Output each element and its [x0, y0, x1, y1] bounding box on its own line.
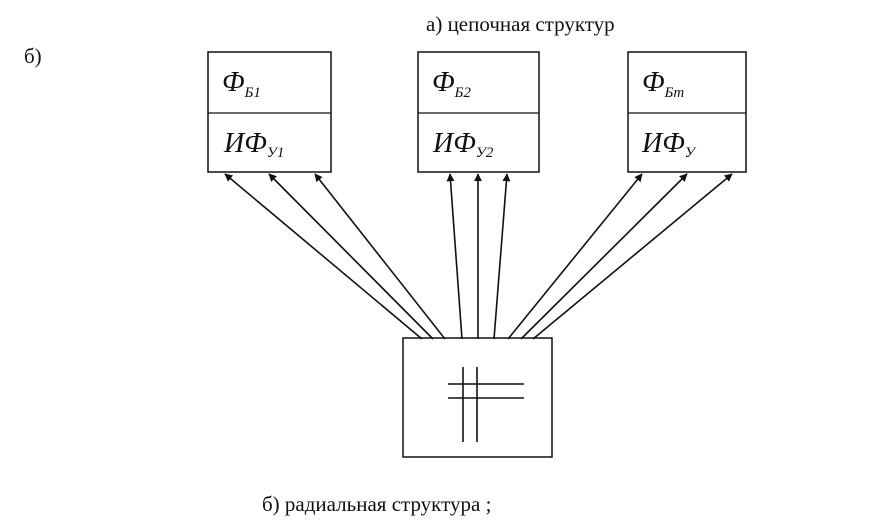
box-3-bottom-main: ИФ	[641, 128, 685, 159]
hub-box	[402, 337, 553, 458]
arrow-hub-to-box-1c	[314, 173, 446, 340]
svg-text:ИФУ1: ИФУ1	[223, 128, 284, 161]
arrows	[224, 173, 733, 340]
arrow-hub-to-box-2a	[446, 173, 463, 340]
arrow-hub-to-box-1a	[224, 173, 423, 340]
box-1: ФБ1 ИФУ1	[207, 51, 332, 173]
box-2: ФБ2 ИФУ2	[417, 51, 540, 173]
box-2-top-main: Ф	[432, 67, 455, 98]
box-1-top-main: Ф	[222, 67, 245, 98]
arrow-hub-to-box-3b	[520, 173, 688, 340]
svg-text:ИФУ: ИФУ	[641, 128, 697, 161]
caption-radial-structure: б) радиальная структура ;	[262, 492, 492, 516]
caption-letter: б)	[24, 44, 42, 68]
svg-text:ФБm: ФБm	[642, 67, 684, 101]
caption-chain-structure: а) цепочная структур	[426, 12, 615, 36]
arrow-hub-to-box-1b	[268, 173, 434, 340]
box-1-bottom-main: ИФ	[223, 128, 267, 159]
svg-text:ИФУ2: ИФУ2	[432, 128, 494, 161]
arrow-hub-to-box-3a	[507, 173, 643, 340]
svg-text:ФБ2: ФБ2	[432, 67, 471, 101]
box-3-top-sub: Бm	[664, 85, 685, 101]
box-2-bottom-main: ИФ	[432, 128, 476, 159]
arrow-hub-to-box-2c	[493, 173, 511, 340]
box-1-bottom-sub: У1	[267, 145, 285, 161]
box-3-bottom-sub: У	[685, 145, 697, 161]
hub-grid-icon	[448, 367, 524, 442]
svg-text:ФБ1: ФБ1	[222, 67, 261, 101]
arrow-hub-to-box-3c	[532, 173, 733, 340]
box-3-top-main: Ф	[642, 67, 665, 98]
box-3: ФБm ИФУ	[627, 51, 747, 173]
box-1-top-sub: Б1	[244, 85, 261, 101]
box-2-top-sub: Б2	[454, 85, 472, 101]
box-2-bottom-sub: У2	[476, 145, 494, 161]
